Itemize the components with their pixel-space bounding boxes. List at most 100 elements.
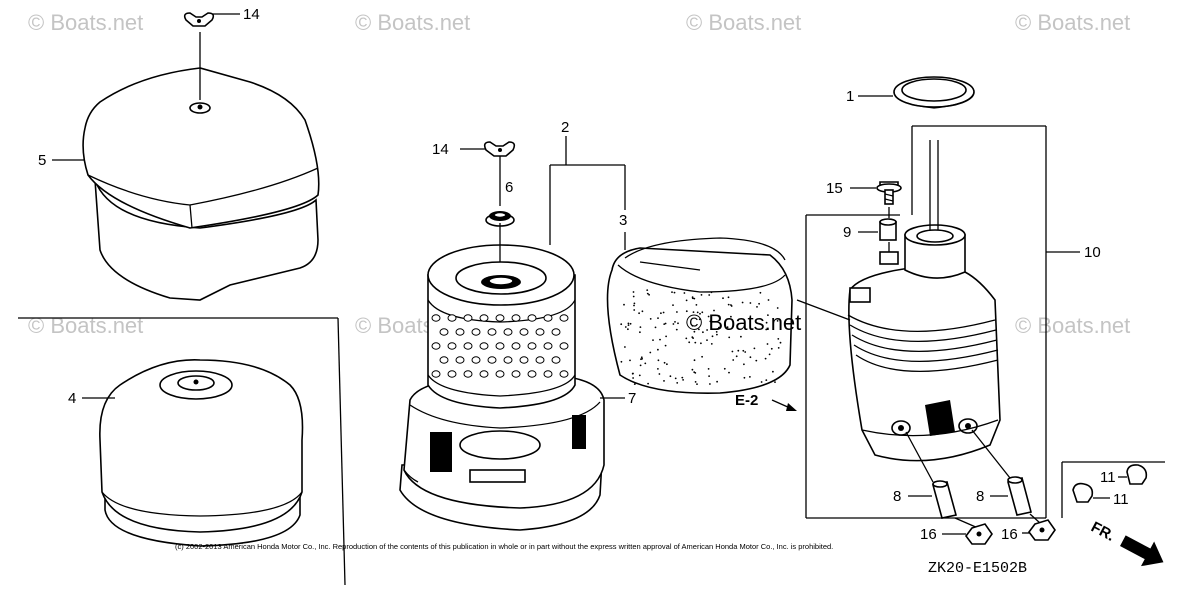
copyright-notice: (c) 2002-2013 American Honda Motor Co., … [175,542,833,551]
tube-icon [932,476,1032,519]
watermark: © Boats.net [355,10,470,35]
foam-speck [765,321,768,324]
foam-speck [749,376,751,378]
foam-speck [767,299,770,301]
foam-speck [711,335,714,338]
perforation-hole [495,342,505,350]
foam-speck [727,303,730,306]
foam-speck [673,291,676,294]
callout-3: 3 [619,212,627,229]
foam-speck [772,370,774,373]
wing-nut-icon [483,141,516,157]
foam-speck [749,302,752,304]
foam-speck [722,297,724,300]
perforation-hole [543,314,553,322]
foam-speck [672,323,675,325]
callout-2: 2 [561,119,569,136]
foam-speck [685,337,688,340]
foam-speck [682,379,684,381]
foam-speck [701,311,704,314]
foam-speck [713,309,715,312]
perforation-hole [503,328,513,336]
foam-speck [627,328,629,331]
flange-bolt-icon [876,181,902,205]
perforation-hole [439,356,449,364]
foam-speck [715,331,718,333]
foam-speck [620,360,623,363]
gasket-icon [893,76,975,109]
foam-speck [707,368,710,370]
perforation-hole [511,314,521,322]
foam-speck [657,368,659,370]
perforation-hole [543,342,553,350]
watermark: © Boats.net [686,10,801,35]
perforation-hole [431,314,441,322]
foam-speck [685,299,688,302]
foam-speck [698,328,700,331]
foam-speck [758,302,760,305]
foam-speck [623,303,625,306]
perforation-hole [487,328,497,336]
foam-speck [674,377,677,380]
foam-speck [740,335,742,338]
foam-speck [629,359,631,362]
foam-speck [731,350,734,353]
watermark: © Boats.net [1015,10,1130,35]
foam-speck [676,382,679,384]
perforation-hole [495,370,505,378]
perforation-hole [455,328,465,336]
perforation-hole [487,356,497,364]
foam-speck [674,321,676,323]
foam-speck [675,328,678,331]
perforation-hole [543,370,553,378]
foam-speck [693,359,696,362]
foam-speck [666,363,668,366]
perforation-hole [447,370,457,378]
foam-speck [644,362,647,365]
part-2-element [427,244,576,409]
perforation-hole [471,328,481,336]
foam-speck [624,346,626,348]
foam-speck [685,310,688,313]
perforation-hole [479,342,489,350]
foam-speck [632,377,634,379]
foam-speck [751,328,754,330]
foam-speck [753,347,756,350]
foam-speck [632,291,635,293]
perforation-hole [479,314,489,322]
foam-speck [743,363,745,366]
foam-speck [657,348,659,351]
foam-speck [693,371,696,373]
foam-speck [698,318,701,321]
foam-speck [755,359,758,362]
foam-speck [664,344,667,347]
foam-speck [654,326,657,329]
foam-speck [657,359,660,362]
foam-speck [777,347,780,349]
foam-speck [665,335,667,338]
foam-speck [657,317,659,319]
reference-label: E-2 [735,392,758,409]
foam-speck [728,371,730,374]
watermark-center: © Boats.net [686,310,801,335]
perforation-hole [503,356,513,364]
foam-speck [633,304,635,307]
perforation-hole [447,314,457,322]
foam-texture [620,289,782,385]
perforation-hole [447,342,457,350]
callout-9: 9 [843,224,851,241]
part-10-elbow [847,224,1001,462]
foam-speck [671,291,673,293]
foam-speck [774,381,776,383]
perforation-hole [463,342,473,350]
cap-nut-icon [965,519,1056,545]
perforation-hole [511,370,521,378]
perforation-hole [535,328,545,336]
perforation-hole [463,314,473,322]
foam-speck [627,322,630,325]
callout-10: 10 [1084,244,1101,261]
callout-1: 1 [846,88,854,105]
callout-8: 8 [976,488,984,505]
foam-speck [629,322,632,325]
